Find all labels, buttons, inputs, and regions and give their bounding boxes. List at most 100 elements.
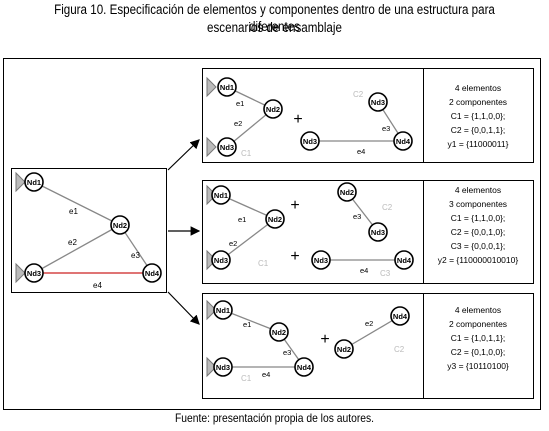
scenario-1: Nd1 Nd2 Nd3 Nd3 Nd3 Nd4 e1 e2 e3 e4 C1 C…: [202, 68, 534, 163]
s1-node: Nd3: [368, 92, 388, 112]
svg-text:Nd1: Nd1: [27, 178, 41, 187]
svg-text:Nd4: Nd4: [393, 312, 408, 321]
s3-node: Nd1: [213, 300, 233, 320]
ground-support-icon: [206, 136, 217, 158]
s2-node: Nd3: [311, 250, 331, 270]
svg-text:Nd3: Nd3: [314, 256, 328, 265]
svg-text:y1 = {11000011}: y1 = {11000011}: [448, 139, 509, 149]
edge-label: e2: [365, 319, 373, 328]
svg-text:Nd2: Nd2: [272, 328, 286, 337]
s1-node: Nd3: [217, 137, 237, 157]
svg-text:Nd1: Nd1: [216, 306, 230, 315]
svg-text:y2 = {110000010010}: y2 = {110000010010}: [438, 255, 519, 265]
s1-node: Nd3: [300, 131, 320, 151]
main-node-nd4: Nd4: [142, 263, 162, 283]
svg-text:C2 = {0,0,1,1};: C2 = {0,0,1,1};: [451, 125, 506, 135]
edge-label: e4: [262, 370, 270, 379]
s3-node: Nd4: [390, 306, 410, 326]
edge-label: e1: [236, 99, 244, 108]
ground-support-icon: [15, 171, 26, 193]
svg-text:Nd3: Nd3: [27, 269, 41, 278]
component-label: C2: [394, 345, 405, 354]
plus-sign: +: [293, 111, 302, 128]
scenario-3: Nd1 Nd2 Nd3 Nd4 Nd2 Nd4 e1 e2 e3 e4 C1 C…: [202, 293, 534, 399]
component-label: C1: [241, 149, 252, 158]
svg-text:Nd2: Nd2: [113, 221, 127, 230]
main-edge-label-e2: e2: [68, 238, 77, 247]
main-edge-e1: [33, 181, 121, 226]
svg-text:Nd3: Nd3: [214, 256, 228, 265]
ground-support-icon: [15, 262, 26, 284]
svg-text:Nd4: Nd4: [396, 137, 411, 146]
plus-sign: +: [320, 331, 329, 348]
main-structure: Nd1 Nd2 Nd3 Nd4 e1 e2 e3 e4: [11, 168, 167, 293]
scenario-2-diagram-box: [202, 180, 424, 284]
svg-text:3 componentes: 3 componentes: [449, 199, 507, 209]
svg-text:Nd3: Nd3: [216, 363, 230, 372]
edge-label: e4: [360, 266, 368, 275]
svg-text:Nd4: Nd4: [297, 363, 312, 372]
svg-text:C2 = {0,1,0,0};: C2 = {0,1,0,0};: [451, 347, 506, 357]
edge-label: e1: [238, 215, 246, 224]
s1-node: Nd2: [263, 99, 283, 119]
ground-support-icon: [206, 299, 217, 321]
figure-title-line-1: Figura 10. Especificación de elementos y…: [54, 2, 495, 34]
s3-node: Nd2: [334, 339, 354, 359]
figure-title-line-2: escenarios de ensamblaje: [207, 20, 342, 35]
s2-node: Nd4: [394, 250, 414, 270]
svg-text:Nd2: Nd2: [337, 345, 351, 354]
s2-node: Nd3: [368, 222, 388, 242]
scenario-3-diagram-box: [202, 293, 424, 399]
svg-text:Nd4: Nd4: [397, 256, 412, 265]
edge-label: e3: [382, 124, 390, 133]
svg-text:C2 = {0,0,1,0};: C2 = {0,0,1,0};: [451, 227, 506, 237]
component-label: C1: [258, 259, 269, 268]
svg-text:C1 = {1,0,1,1};: C1 = {1,0,1,1};: [451, 333, 506, 343]
s1-node: Nd1: [217, 77, 237, 97]
svg-text:4 elementos: 4 elementos: [455, 305, 501, 315]
s2-node: Nd2: [337, 182, 357, 202]
main-node-nd1: Nd1: [24, 172, 44, 192]
svg-text:Nd3: Nd3: [371, 98, 385, 107]
plus-sign: +: [290, 197, 299, 214]
main-edge-label-e4: e4: [93, 281, 102, 290]
component-label: C2: [382, 203, 393, 212]
svg-text:Nd2: Nd2: [266, 105, 280, 114]
s2-node: Nd1: [211, 185, 231, 205]
arrow-to-scenario-3: [167, 291, 200, 325]
component-label: C1: [241, 374, 252, 383]
svg-text:Nd1: Nd1: [214, 191, 228, 200]
svg-text:C1 = {1,1,0,0};: C1 = {1,1,0,0};: [451, 111, 506, 121]
edge-label: e1: [243, 320, 251, 329]
svg-text:Nd2: Nd2: [268, 215, 282, 224]
component-label: C3: [380, 269, 391, 278]
component-label: C2: [353, 90, 364, 99]
main-edge-label-e3: e3: [131, 251, 140, 260]
scenario-2-info-text: 4 elementos 3 componentes C1 = {1,1,0,0}…: [438, 185, 519, 265]
figure-source: Fuente: presentación propia de los autor…: [174, 411, 375, 425]
s1-node: Nd4: [393, 131, 413, 151]
scenario-3-info-text: 4 elementos 2 componentes C1 = {1,0,1,1}…: [447, 305, 509, 371]
scenario-3-info-box: [423, 293, 534, 399]
s3-node: Nd3: [213, 357, 233, 377]
svg-text:2 componentes: 2 componentes: [449, 97, 507, 107]
ground-support-icon: [206, 356, 217, 378]
svg-text:4 elementos: 4 elementos: [455, 83, 501, 93]
main-structure-box: [11, 168, 167, 293]
scenario-1-info-text: 4 elementos 2 componentes C1 = {1,1,0,0}…: [448, 83, 509, 149]
s3-node: Nd2: [269, 322, 289, 342]
main-node-nd3: Nd3: [24, 263, 44, 283]
svg-text:2 componentes: 2 componentes: [449, 319, 507, 329]
svg-text:Nd1: Nd1: [220, 83, 234, 92]
scenario-2-info-box: [423, 180, 534, 284]
main-edge-label-e1: e1: [69, 207, 78, 216]
main-node-nd2: Nd2: [110, 215, 130, 235]
s2-node: Nd2: [265, 209, 285, 229]
s3-node: Nd4: [294, 357, 314, 377]
svg-text:Nd2: Nd2: [340, 188, 354, 197]
main-edge-e2: [33, 224, 121, 274]
edge-label: e3: [283, 348, 291, 357]
ground-support-icon: [206, 76, 217, 98]
edge-label: e3: [353, 212, 361, 221]
